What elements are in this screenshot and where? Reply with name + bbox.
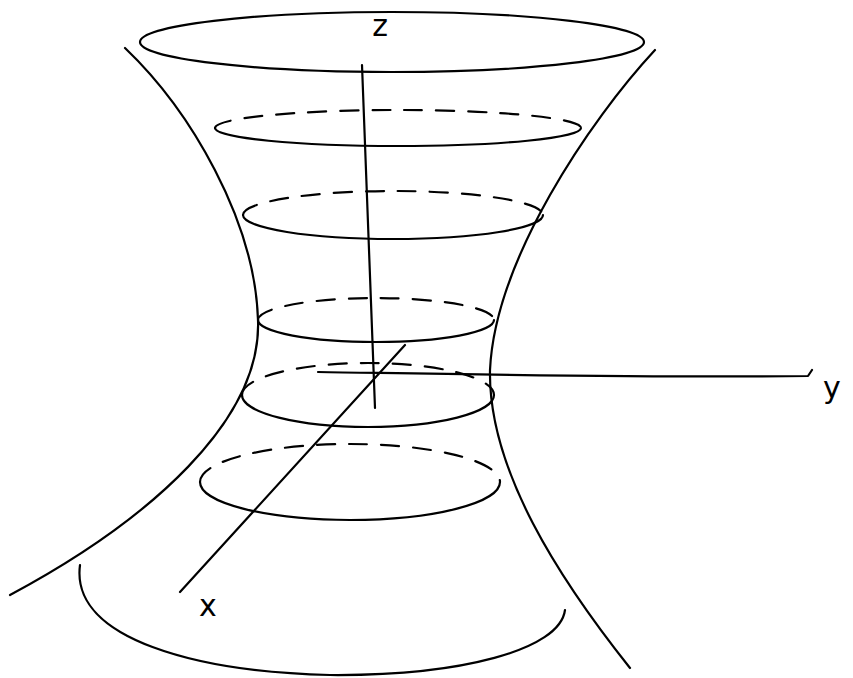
axis-label: z <box>372 11 388 41</box>
rings <box>79 110 581 675</box>
axes <box>180 65 812 592</box>
top-rim <box>140 12 644 72</box>
axis-label: x <box>199 591 217 621</box>
left-outline <box>10 48 258 595</box>
axis-label: y <box>823 373 841 403</box>
